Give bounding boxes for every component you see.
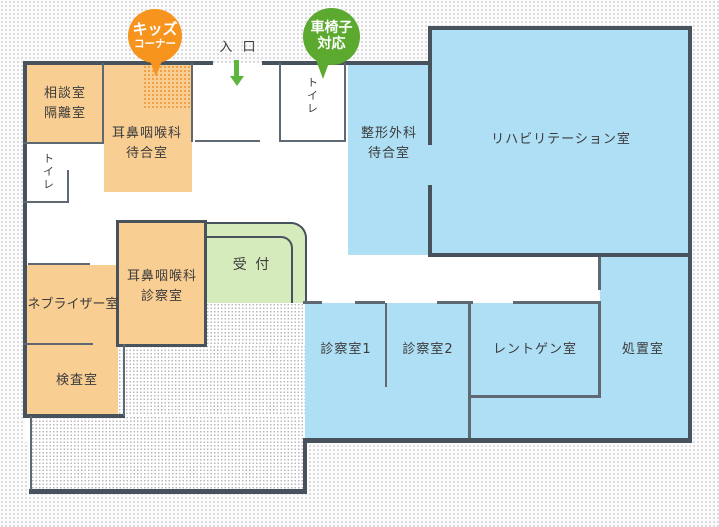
entrance-arrow-icon [234,60,239,76]
wall-segment [303,301,322,304]
wall-segment [428,26,692,30]
room-label-toilet-left: トイレ [41,152,55,192]
wall-segment [30,416,32,490]
wall-segment [191,63,193,142]
wall-segment [598,301,601,398]
wall-segment [470,395,601,398]
wall-segment [23,61,27,418]
wheelchair-badge-line1: 車椅子 [310,20,353,37]
wall-segment [23,414,125,418]
wall-segment [102,63,104,143]
reception-area [206,222,307,303]
entrance-arrow-head-icon [230,76,244,86]
wall-segment [195,140,260,142]
room-label-ent-exam: 耳鼻咽喉科 診察室 [126,268,198,304]
room-ent-exam [116,220,207,347]
wall-segment [430,253,692,257]
wall-segment [23,201,69,203]
wall-segment [262,61,430,65]
room-label-rehabilitation: リハビリテーション室 [491,131,631,147]
room-label-xray: レントゲン室 [492,341,578,357]
room-lab [27,345,125,415]
wall-segment [688,26,692,257]
wall-segment [355,301,385,304]
wall-segment [303,441,307,494]
wall-segment [437,301,473,304]
room-label-exam2: 診察室2 [402,341,454,357]
wall-segment [279,63,281,142]
room-label-treatment: 処置室 [621,341,665,357]
wall-segment [428,26,432,145]
room-label-nebulizer: ネブライザー室 [27,296,119,312]
room-label-ent-waiting: 耳鼻咽喉科 待合室 [111,125,183,161]
wheelchair-badge-tail [316,60,330,79]
room-label-ortho-waiting: 整形外科 待合室 [360,125,418,161]
kids-badge-line1: キッズ [132,20,178,39]
wall-segment [688,253,692,443]
reception-counter-line [206,236,293,303]
wall-segment [280,140,346,142]
staff-area-dots [206,303,305,345]
room-label-consultation: 相談室 隔離室 [43,85,87,121]
wall-segment [123,344,125,416]
wall-segment [428,185,432,257]
kids-badge-line2: コーナー [134,38,176,51]
room-label-toilet-entrance: トイレ [305,76,319,116]
wall-segment [598,257,601,290]
wall-segment [23,61,213,65]
wall-segment [29,489,307,494]
room-consultation-isolation [27,63,103,143]
wall-segment [303,438,692,443]
room-treatment-upper [600,255,688,303]
room-label-reception: 受 付 [232,257,272,274]
wall-segment [28,263,90,265]
wheelchair-badge-line2: 対応 [317,36,346,53]
staff-area-dots [31,416,305,491]
wall-segment [344,63,346,142]
kids-corner-badge: キッズ コーナー [128,9,182,63]
wall-segment [513,301,600,304]
room-label-lab: 検査室 [55,372,99,388]
staff-area-dots [118,345,305,416]
room-exam-block [305,303,688,438]
wall-segment [468,303,471,438]
room-rehabilitation [430,28,688,253]
wheelchair-badge: 車椅子 対応 [303,8,360,65]
wall-segment [67,170,69,203]
room-label-exam1: 診察室1 [320,341,372,357]
room-nebulizer [27,265,117,345]
wall-segment [385,303,387,387]
room-ortho-waiting [348,65,430,255]
entrance-label: 入 口 [219,39,259,55]
wall-segment [23,142,104,144]
wall-segment [23,343,93,345]
